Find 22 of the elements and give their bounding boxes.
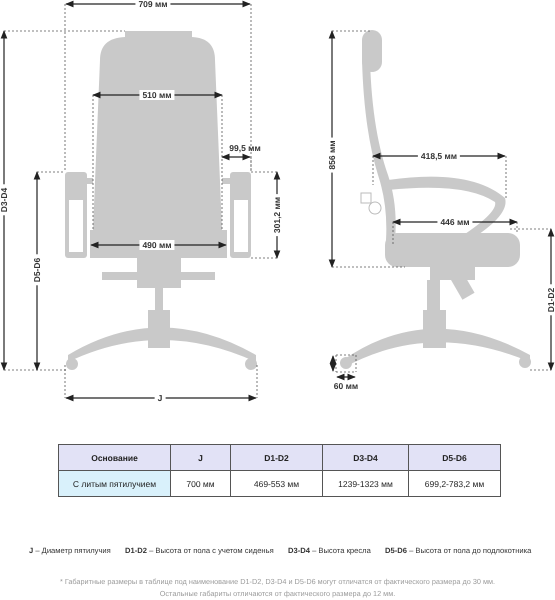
dimension-label: 99,5 мм (228, 143, 262, 153)
table-cell: 700 мм (170, 470, 230, 496)
table-cell: 1239-1323 мм (322, 470, 408, 496)
dimension-label: 510 мм (139, 90, 175, 100)
dimension-label: D1-D2 (546, 284, 555, 316)
dimension-label: 418,5 мм (418, 151, 460, 161)
dimension-label: D3-D4 (0, 184, 9, 216)
table-cell: С литым пятилучием (58, 470, 170, 496)
dimension-label: D5-D6 (32, 254, 42, 286)
dimension-label: J (154, 393, 166, 403)
dimension-label: 446 мм (437, 217, 473, 227)
dimension-label: 856 мм (327, 137, 337, 173)
table-header-cell: D3-D4 (322, 444, 408, 470)
table-header-cell: D1-D2 (230, 444, 322, 470)
table-header-cell: Основание (58, 444, 170, 470)
table-header-cell: J (170, 444, 230, 470)
table-header-cell: D5-D6 (408, 444, 500, 470)
dimension-label: 490 мм (139, 240, 175, 250)
dimension-label: 301,2 мм (272, 194, 282, 236)
dimension-label: 709 мм (135, 0, 171, 9)
table-cell: 469-553 мм (230, 470, 322, 496)
table-cell: 699,2-783,2 мм (408, 470, 500, 496)
